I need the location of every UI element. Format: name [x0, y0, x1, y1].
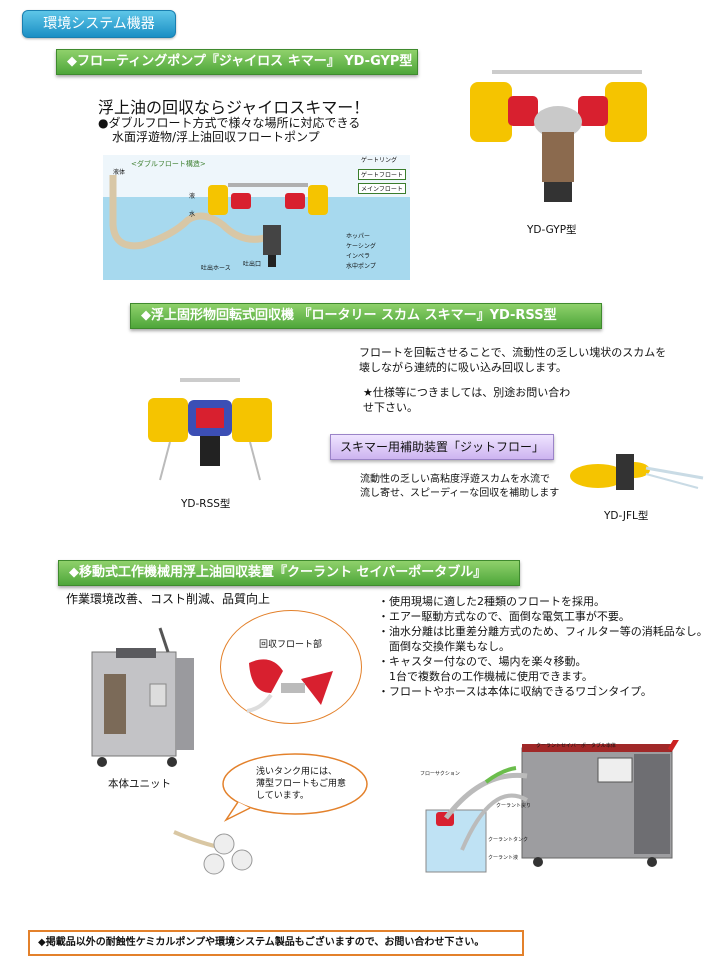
aux-device-label: スキマー用補助装置「ジットフロー」: [330, 434, 554, 460]
schematic-label-fluid: クーラント液: [488, 855, 519, 861]
coolant-subtitle: 作業環境改善、コスト削減、品質向上: [66, 592, 271, 606]
bubble-line1: 浅いタンク用には、: [256, 767, 338, 777]
label-outlet: 吐出口: [243, 261, 262, 268]
label-gate-ring: ゲートリング: [361, 157, 398, 164]
thin-float-photo: [172, 820, 272, 876]
speech-bubble: 浅いタンク用には、 薄型フロートもご用意 しています。: [220, 750, 370, 822]
sub-text: 水面浮遊物/浮上油回収フロートポンプ: [112, 130, 320, 144]
headline: 浮上油の回収ならジャイロスキマー！: [98, 98, 370, 117]
rss-note-line1: ★仕様等につきましては、別途お問い合わ: [363, 386, 571, 399]
feature-1: ・使用現場に適した2種類のフロートを採用。: [378, 595, 605, 608]
coolant-schematic: フローサクション クーラントセイバーポータブル本体 クーラントタンク クーラント…: [412, 728, 704, 880]
rss-note-line2: せ下さい。: [363, 401, 418, 414]
section-title-coolant-saver: ◆移動式工作機械用浮上油回収装置『クーラント セイバーポータブル』: [58, 560, 520, 586]
feature-3: ・油水分離は比重差分離方式のため、フィルター等の消耗品なし。: [378, 625, 708, 638]
feature-4: ・キャスター付なので、場内を楽々移動。: [378, 655, 587, 668]
unit-caption: 本体ユニット: [108, 778, 171, 790]
jfl-caption: YD-JFL型: [604, 510, 649, 522]
schematic-label-tank: クーラントタンク: [488, 837, 529, 843]
label-water: 水: [189, 211, 196, 218]
schematic-label-suction: フローサクション: [420, 771, 460, 777]
float-part-label: 回収フロート部: [259, 640, 323, 650]
label-casing: ケーシング: [346, 243, 376, 250]
main-unit-photo: [88, 622, 200, 770]
jitflow-photo: [568, 448, 708, 498]
label-liquid: 液体: [113, 169, 126, 176]
gyp-caption: YD-GYP型: [527, 224, 577, 236]
section-title-rotary-skimmer: ◆浮上固形物回転式回収機 『ロータリー スカム スキマー』YD-RSS型: [130, 303, 602, 329]
footer-notice: ◆掲載品以外の耐蝕性ケミカルポンプや環境システム製品もございますので、お問い合わ…: [28, 930, 524, 956]
label-impeller: インペラ: [346, 253, 371, 260]
label-gate-float: ゲートフロート: [358, 169, 407, 180]
feature-2: ・エアー駆動方式なので、面倒な電気工事が不要。: [378, 610, 630, 623]
section-title-gyro-skimmer: ◆フローティングポンプ『ジャイロス キマー』 YD-GYP型: [56, 49, 418, 75]
feature-3b: 面倒な交換作業もなし。: [378, 640, 510, 653]
feature-5: ・フロートやホースは本体に収納できるワゴンタイプ。: [378, 685, 652, 698]
diagram-title: <ダブルフロート構造>: [131, 160, 206, 168]
category-button[interactable]: 環境システム機器: [22, 10, 176, 38]
rss-desc-line2: 壊しながら連続的に吸い込み回収します。: [359, 361, 567, 374]
bullet-text: ●ダブルフロート方式で様々な場所に対応できる: [98, 116, 361, 130]
schematic-label-body: クーラントセイバーポータブル本体: [536, 743, 616, 749]
feature-4b: 1台で複数台の工作機械に使用できます。: [378, 670, 593, 683]
bubble-line2: 薄型フロートもご用意: [256, 779, 347, 789]
label-main-float: メインフロート: [358, 183, 406, 194]
rotary-skimmer-photo: [140, 368, 280, 493]
label-discharge-hose: 吐出ホース: [201, 265, 231, 272]
rss-desc-line1: フロートを回転させることで、流動性の乏しい塊状のスカムを: [359, 346, 667, 359]
bubble-line3: しています。: [256, 791, 309, 801]
label-hopper: ホッパー: [346, 233, 371, 240]
aux-desc-line2: 流し寄せ、スピーディーな回収を補助します: [360, 488, 560, 499]
label-submersible-pump: 水中ポンプ: [346, 263, 376, 270]
double-float-diagram: <ダブルフロート構造> ゲートリング ゲートフロート メインフロート ホッパー …: [103, 155, 410, 280]
float-part-oval: 回収フロート部: [220, 610, 362, 724]
schematic-label-return: クーラント戻り: [496, 803, 532, 809]
rss-caption: YD-RSS型: [181, 498, 231, 510]
gyro-skimmer-photo: [460, 60, 660, 220]
aux-desc-line1: 流動性の乏しい高粘度浮遊スカムを水流で: [360, 474, 550, 485]
label-liquid-2: 液: [189, 193, 196, 200]
